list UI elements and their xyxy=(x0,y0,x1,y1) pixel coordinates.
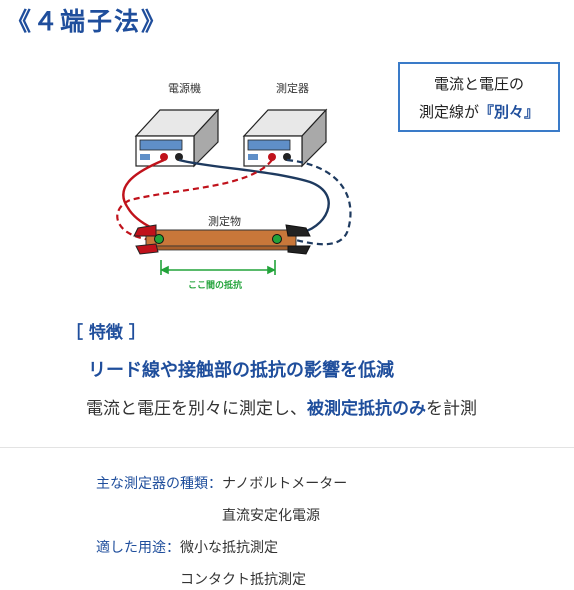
callout-box: 電流と電圧の 測定線が『別々』 xyxy=(398,62,560,132)
device-label: 主な測定器の種類： xyxy=(96,476,222,492)
use-item-2: コンタクト抵抗測定 xyxy=(180,572,306,588)
callout-line-2-prefix: 測定線が xyxy=(418,103,479,121)
meter-device xyxy=(242,108,328,168)
meter-black-terminal xyxy=(283,153,291,161)
meter-label: 測定器 xyxy=(276,81,309,95)
features-sub-highlight: 被測定抵抗のみ xyxy=(307,399,426,419)
power-supply-device xyxy=(134,108,220,168)
use-label: 適した用途： xyxy=(96,540,180,556)
features-sub: 電流と電圧を別々に測定し、被測定抵抗のみを計測 xyxy=(86,394,477,419)
voltage-wire-black xyxy=(286,158,352,246)
features-main: リード線や接触部の抵抗の影響を低減 xyxy=(88,360,394,381)
features-sub-prefix: 電流と電圧を別々に測定し、 xyxy=(86,399,307,419)
use-item-1: 微小な抵抗測定 xyxy=(180,540,278,556)
measure-span-bracket xyxy=(160,260,276,275)
power-red-terminal xyxy=(160,153,168,161)
left-clip xyxy=(133,224,159,255)
right-clip xyxy=(285,224,311,255)
features-sub-suffix: を計測 xyxy=(426,399,477,419)
features-heading: ［ 特徴 ］ xyxy=(66,323,146,343)
callout-line-1: 電流と電圧の xyxy=(433,75,524,93)
current-wire-red xyxy=(122,158,165,230)
current-wire-black xyxy=(178,158,330,235)
object-label: 測定物 xyxy=(208,214,241,228)
callout-line-2: 測定線が『別々』 xyxy=(400,98,558,126)
device-row-1: 主な測定器の種類：ナノボルトメーター xyxy=(96,473,347,493)
meter-red-terminal xyxy=(268,153,276,161)
four-terminal-diagram: 電源機 測定器 測定物 ここ間の抵抗 xyxy=(116,81,352,291)
device-item-2: 直流安定化電源 xyxy=(222,508,320,524)
right-voltage-contact xyxy=(272,234,282,244)
page-title: 《４端子法》 xyxy=(6,7,169,36)
power-supply-label: 電源機 xyxy=(168,81,201,95)
device-item-1: ナノボルトメーター xyxy=(222,476,348,492)
measure-span-label: ここ間の抵抗 xyxy=(188,279,242,291)
left-voltage-contact xyxy=(154,234,164,244)
power-black-terminal xyxy=(175,153,183,161)
callout-accent: 『別々』 xyxy=(479,103,540,121)
voltage-wire-red xyxy=(116,159,273,242)
use-row-1: 適した用途：微小な抵抗測定 xyxy=(96,537,278,557)
section-divider xyxy=(0,447,574,448)
